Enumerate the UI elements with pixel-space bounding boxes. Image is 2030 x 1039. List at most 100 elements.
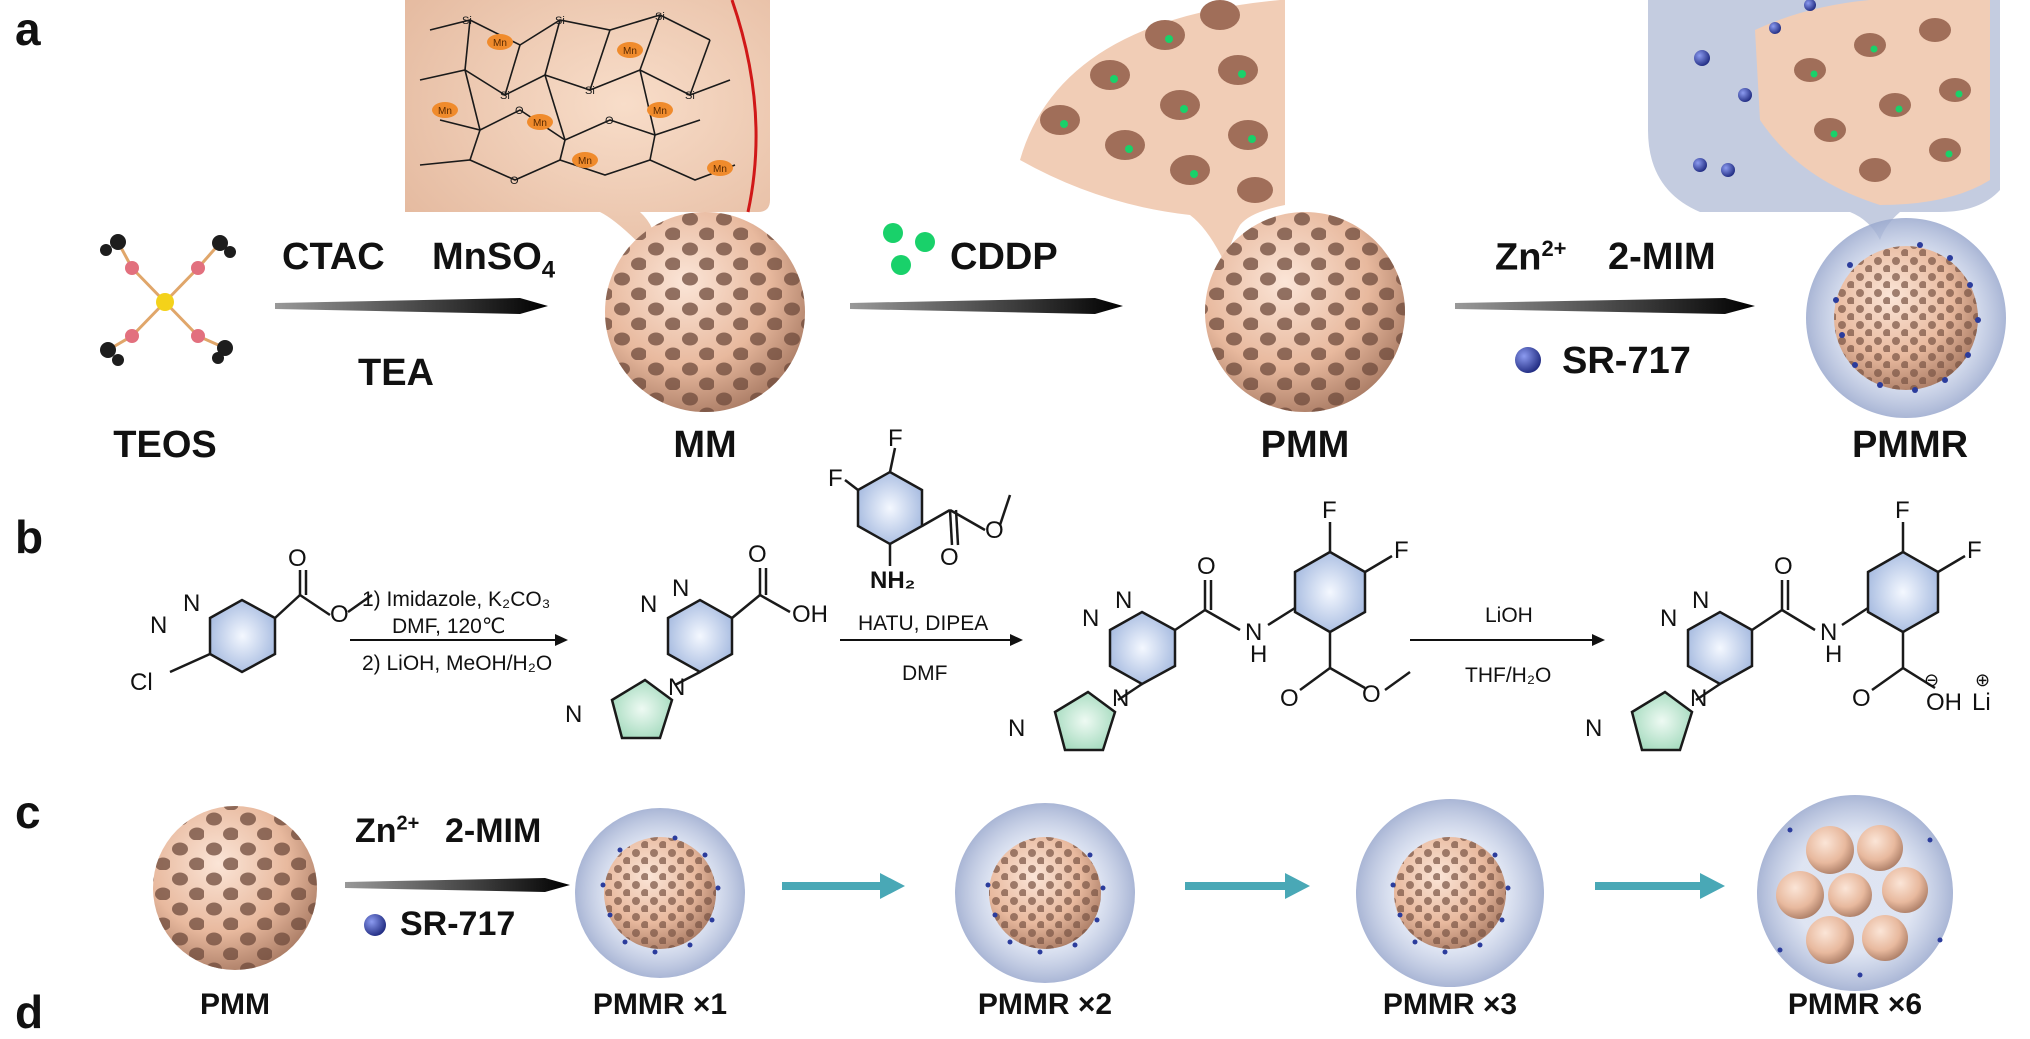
sr717-icon-c — [364, 914, 386, 936]
n-atom-6: N — [565, 701, 582, 728]
pmmr-x1-particle — [575, 808, 745, 978]
minus-charge: ⊖ — [1924, 670, 1939, 690]
reaction-arrow-3 — [1455, 298, 1755, 314]
label-pmm: PMM — [1260, 424, 1350, 466]
molecule-2: N N O OH N N — [565, 541, 828, 740]
reagent-cddp: CDDP — [950, 236, 1058, 278]
mn-atom-2: Mn — [623, 46, 637, 57]
si-atom-4: Si — [500, 90, 510, 102]
label-pmmr-x3: PMMR ×3 — [1382, 988, 1518, 1021]
teos-molecule — [100, 234, 236, 366]
n-atom-1: N — [150, 612, 167, 639]
zn-superscript: 2+ — [1541, 236, 1567, 261]
o-atom-b10: O — [1852, 685, 1871, 712]
n-atom-4: N — [672, 575, 689, 602]
molecule-4: N N O N H F F O OH Li ⊖ ⊕ N N — [1585, 497, 1991, 752]
cddp-icon — [883, 223, 935, 275]
pmmr-x3-particle — [1356, 799, 1544, 987]
nh2-group: NH₂ — [870, 567, 915, 594]
o-atom-1: O — [515, 105, 524, 117]
molecule-1: N N O O Cl — [130, 545, 373, 696]
n-atom-16: N — [1585, 715, 1602, 742]
o-atom-2: O — [605, 115, 614, 127]
n-atom-9: N — [1245, 619, 1262, 646]
pmmr-inset — [1648, 0, 2000, 240]
f-atom-1: F — [888, 425, 903, 452]
cl-atom: Cl — [130, 669, 153, 696]
h-atom-2: H — [1825, 641, 1842, 668]
f-atom-2: F — [828, 465, 843, 492]
f-atom-4: F — [1394, 537, 1409, 564]
n-atom-5: N — [668, 674, 685, 701]
n-atom-2: N — [183, 590, 200, 617]
h-atom-1: H — [1250, 641, 1267, 668]
condition-b1-line1: 1) Imidazole, K₂CO₃ — [362, 588, 551, 611]
pmmr-x6-particle — [1757, 795, 1953, 991]
reaction-arrow-b2 — [840, 634, 1023, 646]
condition-b2-line2: DMF — [902, 662, 948, 685]
o-atom-b8: O — [1362, 681, 1381, 708]
reagent-ctac: CTAC — [282, 236, 385, 278]
n-atom-15: N — [1690, 685, 1707, 712]
panel-label-c: c — [15, 786, 41, 838]
reaction-arrow-b1 — [350, 634, 568, 646]
pmm-sphere-c — [153, 806, 317, 970]
condition-b2-line1: HATU, DIPEA — [858, 612, 989, 635]
aniline-reagent: F F O O NH₂ — [828, 425, 1012, 594]
si-atom-6: Si — [685, 90, 695, 102]
f-atom-5: F — [1895, 497, 1910, 524]
panel-label-a: a — [15, 3, 41, 55]
o-atom-b6: O — [1197, 553, 1216, 580]
n-atom-7: N — [1082, 605, 1099, 632]
label-pmmr-x2: PMMR ×2 — [977, 988, 1113, 1021]
si-atom-1: Si — [462, 15, 472, 27]
reagent-sr717-c: SR-717 — [400, 905, 516, 943]
sr717-icon — [1515, 347, 1541, 373]
reaction-arrow-b3 — [1410, 634, 1605, 646]
mn-atom-4: Mn — [533, 118, 547, 129]
mm-inset: Si Si Si Si Si Si O O O Mn Mn Mn Mn Mn M… — [405, 0, 770, 260]
teal-arrow-1 — [782, 873, 905, 899]
n-atom-11: N — [1008, 715, 1025, 742]
reaction-arrow-c1 — [345, 878, 570, 892]
pmm-sphere — [1205, 212, 1405, 412]
n-atom-8: N — [1115, 587, 1132, 614]
o-atom-b4: O — [940, 544, 959, 571]
panel-label-b: b — [15, 511, 44, 563]
zn-c-text: Zn — [355, 812, 397, 850]
n-atom-12: N — [1660, 605, 1677, 632]
o-atom-3: O — [510, 175, 519, 187]
mn-atom-6: Mn — [713, 164, 727, 175]
oh-group-1: OH — [792, 601, 828, 628]
label-pmm-c: PMM — [200, 988, 270, 1021]
mn-atom-7: Mn — [578, 156, 592, 167]
o-atom-b3: O — [748, 541, 767, 568]
plus-charge: ⊕ — [1975, 670, 1990, 690]
si-atom-3: Si — [655, 11, 665, 23]
teal-arrow-2 — [1185, 873, 1310, 899]
mnso4-text: MnSO — [432, 236, 542, 278]
reaction-arrow-2 — [850, 298, 1123, 314]
o-atom-b2: O — [330, 601, 349, 628]
reagent-mnso4: MnSO4 — [432, 236, 555, 285]
n-atom-14: N — [1820, 619, 1837, 646]
mn-atom-1: Mn — [493, 38, 507, 49]
li-atom: Li — [1972, 689, 1991, 716]
pmmr-x2-particle — [955, 803, 1135, 983]
label-pmmr-x6: PMMR ×6 — [1787, 988, 1923, 1021]
condition-b1-line2: DMF, 120℃ — [392, 615, 506, 638]
oh-group-2: OH — [1926, 689, 1962, 716]
reaction-arrow-1 — [275, 298, 548, 314]
o-atom-b7: O — [1280, 685, 1299, 712]
teal-arrow-3 — [1595, 873, 1725, 899]
o-atom-b1: O — [288, 545, 307, 572]
o-atom-b5: O — [985, 517, 1004, 544]
o-atom-b9: O — [1774, 553, 1793, 580]
si-atom-5: Si — [585, 85, 595, 97]
label-teos: TEOS — [113, 424, 217, 466]
zn-text: Zn — [1495, 236, 1542, 279]
f-atom-3: F — [1322, 497, 1337, 524]
condition-b3-line2: THF/H₂O — [1465, 664, 1552, 687]
reagent-sr717: SR-717 — [1562, 340, 1691, 382]
